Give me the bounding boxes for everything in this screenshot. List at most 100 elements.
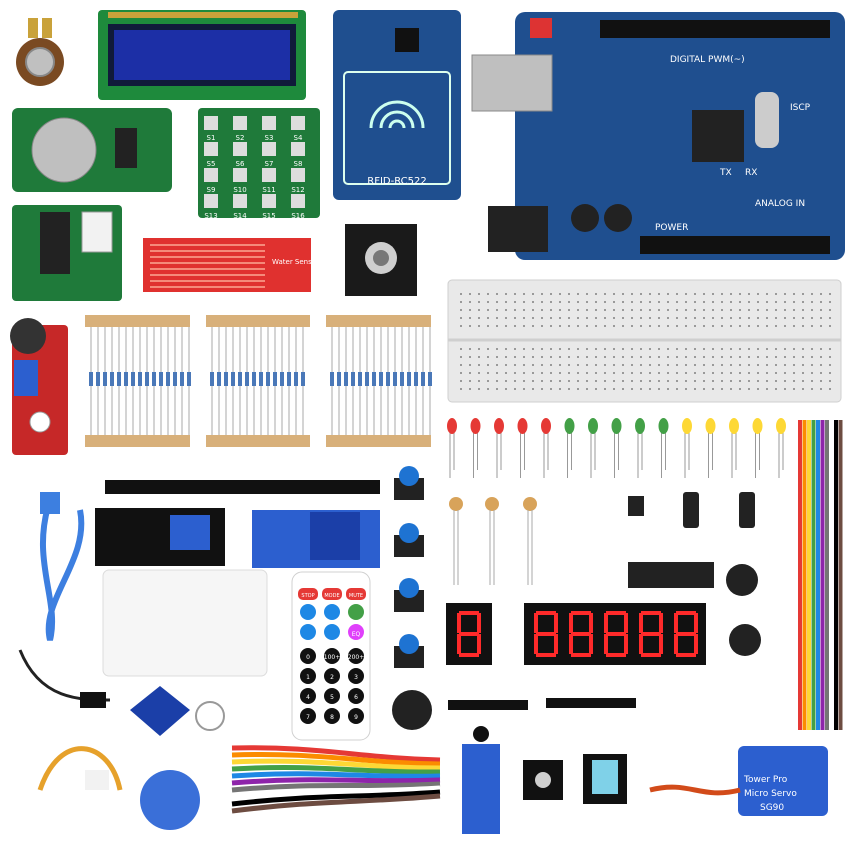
rtc-module bbox=[12, 108, 172, 192]
keypad-key-label: S6 bbox=[236, 160, 245, 168]
arduino-uno-board: DIGITAL PWM(~) POWER ANALOG IN TX RX ISC… bbox=[471, 12, 845, 260]
stepper-driver-board bbox=[12, 205, 122, 301]
remote-number-button: 200+ bbox=[348, 648, 364, 664]
remote-number-label: 100+ bbox=[324, 654, 340, 661]
remote-number-label: 2 bbox=[330, 674, 334, 681]
remote-number-button: 4 bbox=[300, 688, 316, 704]
remote-number-label: 6 bbox=[354, 694, 358, 701]
keypad-key: S14 bbox=[233, 194, 247, 220]
ir-remote: STOP MODE MUTE EQ 0 100+ 200+ 1 2 3 4 5 6 7 8 9 bbox=[291, 571, 371, 741]
remote-number-button: 5 bbox=[324, 688, 340, 704]
jumper-wires-bundle bbox=[798, 420, 843, 730]
remote-number-button: 8 bbox=[324, 708, 340, 724]
remote-number-label: 4 bbox=[306, 694, 310, 701]
keypad-key: S8 bbox=[291, 142, 305, 168]
keypad-key-label: S11 bbox=[262, 186, 275, 194]
keypad-key-label: S9 bbox=[207, 186, 216, 194]
power-adapter-cable bbox=[18, 649, 111, 708]
keypad-key-label: S5 bbox=[207, 160, 216, 168]
breadboard bbox=[447, 279, 842, 403]
stepper-motor bbox=[37, 746, 200, 830]
remote-eq-label: EQ bbox=[352, 631, 361, 638]
remote-number-label: 200+ bbox=[348, 654, 364, 661]
push-buttons bbox=[394, 466, 424, 668]
keypad-key: S5 bbox=[204, 142, 218, 168]
resistor-strips bbox=[85, 315, 432, 447]
servo-brand: Tower Pro bbox=[743, 775, 788, 785]
buzzers bbox=[726, 564, 761, 656]
uno-tx-label: TX bbox=[719, 168, 732, 178]
keypad-key: S16 bbox=[291, 194, 305, 220]
keypad-key: S15 bbox=[262, 194, 276, 220]
remote-number-button: 9 bbox=[348, 708, 364, 724]
photoresistors bbox=[449, 497, 537, 585]
remote-top-button: STOP bbox=[298, 588, 318, 600]
keypad-key-label: S4 bbox=[294, 134, 303, 142]
uno-analog-label: ANALOG IN bbox=[755, 199, 805, 209]
rfid-label: RFID-RC522 bbox=[367, 176, 426, 187]
keypad-key-label: S8 bbox=[294, 160, 303, 168]
male-headers bbox=[448, 698, 636, 710]
keypad-key-label: S10 bbox=[233, 186, 246, 194]
keypad-key: S7 bbox=[262, 142, 276, 168]
remote-number-button: 7 bbox=[300, 708, 316, 724]
led-row bbox=[447, 418, 786, 478]
remote-number-button: 1 bbox=[300, 668, 316, 684]
flame-sensor-module bbox=[462, 726, 500, 834]
remote-number-button: 100+ bbox=[324, 648, 340, 664]
uno-power-label: POWER bbox=[655, 223, 688, 233]
remote-number-button: 0 bbox=[300, 648, 316, 664]
rfid-rc522-module: RFID-RC522 bbox=[333, 10, 461, 200]
remote-number-label: 5 bbox=[330, 694, 334, 701]
i2c-adapter-board bbox=[95, 508, 225, 566]
water-sensor: Water Sensor bbox=[143, 238, 319, 292]
keypad-key: S9 bbox=[204, 168, 218, 194]
uno-iscp-label: ISCP bbox=[790, 103, 811, 113]
keypad-key-label: S16 bbox=[291, 212, 305, 220]
relay-module bbox=[252, 510, 380, 568]
remote-number-button: 6 bbox=[348, 688, 364, 704]
electrolytic-capacitors bbox=[683, 492, 755, 528]
keypad-key-label: S7 bbox=[265, 160, 274, 168]
keypad-key: S13 bbox=[204, 194, 218, 220]
keypad-key: S12 bbox=[291, 168, 305, 194]
sound-sensor-module bbox=[10, 318, 68, 455]
servo-motor: Tower Pro Micro Servo SG90 bbox=[649, 746, 828, 816]
remote-number-label: 3 bbox=[354, 674, 358, 681]
keypad-key: S2 bbox=[233, 116, 247, 142]
keypad-key: S6 bbox=[233, 142, 247, 168]
shift-register-ic bbox=[628, 562, 714, 588]
remote-top-label: MUTE bbox=[349, 593, 363, 599]
keypad-key-label: S2 bbox=[236, 134, 245, 142]
remote-top-label: MODE bbox=[324, 593, 339, 599]
keypad-key-label: S1 bbox=[207, 134, 216, 142]
keypad-key-label: S3 bbox=[265, 134, 274, 142]
keypad-key-label: S15 bbox=[262, 212, 275, 220]
uno-digital-label: DIGITAL PWM(~) bbox=[670, 55, 745, 65]
keypad-key: S4 bbox=[291, 116, 305, 142]
remote-top-button: MUTE bbox=[346, 588, 366, 600]
rainbow-jumper-wires bbox=[231, 745, 441, 814]
keypad-key-label: S14 bbox=[233, 212, 247, 220]
uno-rx-label: RX bbox=[745, 168, 757, 178]
lcd1602-module bbox=[98, 10, 306, 100]
remote-number-button: 3 bbox=[348, 668, 364, 684]
servo-size: SG90 bbox=[760, 803, 784, 813]
keypad-key-label: S12 bbox=[291, 186, 304, 194]
potentiometer bbox=[16, 18, 64, 86]
transistor bbox=[628, 496, 644, 516]
rgb-led-module bbox=[523, 760, 563, 800]
keypad-key: S11 bbox=[262, 168, 276, 194]
remote-top-label: STOP bbox=[301, 593, 314, 599]
rfid-card bbox=[102, 569, 268, 677]
dht11-module bbox=[583, 754, 627, 804]
rfid-keyfob bbox=[130, 686, 225, 736]
keypad-key-label: S13 bbox=[204, 212, 217, 220]
remote-number-label: 8 bbox=[330, 714, 334, 721]
remote-number-label: 0 bbox=[306, 654, 310, 661]
pin-header bbox=[105, 480, 380, 494]
remote-number-label: 7 bbox=[306, 714, 310, 721]
remote-top-button: MODE bbox=[322, 588, 342, 600]
servo-model: Micro Servo bbox=[744, 789, 797, 799]
